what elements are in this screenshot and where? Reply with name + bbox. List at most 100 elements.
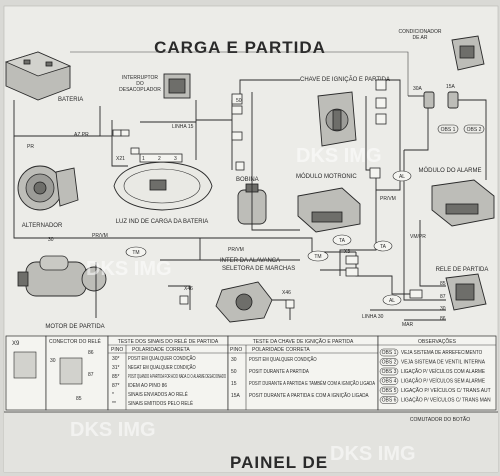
motronic-label: MÓDULO MOTRONIC — [296, 173, 357, 180]
table-row-pin: 15A — [231, 393, 241, 399]
conn-x46-label-1: X46 — [184, 286, 193, 292]
tag-tm-2: TM — [314, 254, 321, 260]
fuse-15a-label: 15A — [446, 84, 456, 90]
wire-prvm-label-2: PR/VM — [228, 247, 244, 253]
wire-prvm-label-1: PR/VM — [92, 233, 108, 239]
alarm-module-label: MÓDULO DO ALARME — [418, 167, 481, 174]
obs-tag: OBS 5 — [382, 388, 397, 394]
observacoes-header: OBSERVAÇÕES — [418, 338, 457, 345]
connector-x9-panel — [5, 335, 47, 411]
table-row-text: NEGAT EM QUALQUER CONDIÇÃO — [128, 364, 196, 371]
painel-label: PAINEL DE — [230, 453, 328, 472]
selector-label-2: SELETORA DE MARCHAS — [222, 266, 295, 272]
pin-86: 86 — [440, 316, 446, 322]
pin-30: 30 — [440, 306, 446, 312]
obs-tag-box — [379, 367, 399, 376]
tag-al-2: AL — [389, 298, 395, 304]
wire-tags — [125, 170, 412, 306]
start-relay — [445, 273, 487, 311]
obs-text: VEJA SISTEMA DE ARREFECIMENTO — [401, 350, 482, 356]
obs-text: LIGAÇÃO P/ VEÍCULOS COM ALARME — [401, 368, 486, 375]
wire-mar-label: MAR — [402, 322, 414, 328]
battery-label: BATERIA — [58, 97, 83, 103]
ac-label-1: CONDICIONADOR — [398, 29, 441, 35]
interruptor-label-1: INTERRUPTOR — [122, 75, 158, 81]
selector-label-1: INTER DA ALAVANCA — [220, 258, 280, 264]
obs-tag-box — [379, 386, 399, 395]
ac-relay — [451, 35, 485, 71]
pin-87: 87 — [440, 294, 446, 300]
table-row-text: POSIT DURANTE A PARTIDA — [249, 369, 309, 375]
obs-tag-box — [379, 348, 399, 357]
table-row-text: POSIT EM QUALQUER CONDIÇÃO — [249, 356, 317, 363]
obs-text: LIGAÇÃO P/ VEÍCULOS C/ TRANS MAN — [401, 397, 491, 404]
table-row-pin: 87* — [112, 383, 120, 389]
table-row-pin: 31* — [112, 365, 120, 371]
rele-connector-panel — [45, 335, 109, 411]
watermark: DKS IMG — [330, 443, 416, 465]
starter-label: MOTOR DE PARTIDA — [45, 324, 104, 330]
obs-tag: OBS 1 — [382, 350, 397, 356]
ignition-switch-label: CHAVE DE IGNIÇÃO E PARTIDA — [300, 76, 390, 83]
watermark: DKS IMG — [86, 258, 172, 280]
luz-carga-label: LUZ IND DE CARGA DA BATERIA — [116, 219, 209, 225]
starter-motor — [17, 255, 107, 297]
wire-vmpr-label: VM/PR — [410, 234, 426, 240]
instrument-cluster — [113, 161, 213, 211]
chave-test-col-pol: POLARIDADE CORRETA — [252, 347, 310, 353]
conn-x21-label: X21 — [116, 156, 125, 162]
chave-test-header: TESTE DA CHAVE DE IGNIÇÃO E PARTIDA — [253, 338, 354, 345]
conn-x46-label-2: X46 — [282, 290, 291, 296]
table-row-pin: * — [112, 392, 114, 398]
connector-blocks — [112, 79, 423, 309]
battery — [4, 51, 72, 101]
pin-1: 1 — [142, 156, 145, 162]
wire-linha15-label: LINHA 15 — [172, 124, 194, 130]
rele-pin-30: 30 — [50, 358, 56, 364]
motronic-module — [297, 187, 361, 233]
alarm-module — [431, 179, 495, 227]
table-row-pin: 30* — [112, 356, 120, 362]
gear-selector-switch — [215, 281, 273, 323]
obs-text: LIGAÇÃO P/ VEÍCULOS SEM ALARME — [401, 378, 486, 385]
fuse-30a — [423, 91, 459, 109]
table-row-text: IDEM AO PINO 86 — [128, 383, 167, 389]
table-row-pin: 85* — [112, 374, 120, 380]
watermark: DKS IMG — [296, 145, 382, 167]
bottom-strip — [4, 411, 498, 472]
pin-50: 50 — [236, 98, 242, 104]
table-row-text: POSIT DURANTE A PARTIDA E TAMBÉM COM A I… — [249, 380, 376, 387]
chave-test-table — [227, 335, 379, 411]
rele-test-header: TESTE DOS SINAIS DO RELÉ DE PARTIDA — [118, 338, 219, 345]
rele-pin-85: 85 — [76, 396, 82, 402]
chave-test-col-pino: PINO — [230, 347, 242, 353]
tag-ta-1: TA — [339, 238, 346, 244]
comutador-label: COMUTADOR DO BOTÃO — [410, 416, 470, 423]
pin-2: 2 — [158, 156, 161, 162]
interruptor-switch — [163, 73, 191, 99]
obs-tag: OBS 2 — [382, 360, 397, 366]
bobina-label: BOBINA — [236, 177, 259, 183]
obs2-tag: OBS 2 — [467, 127, 482, 133]
table-row-text: POSIT DURANTE A PARTIDA E COM A IGNIÇÃO … — [249, 392, 369, 399]
obs-tag-box — [379, 377, 399, 385]
fuse-30a-label: 30A — [413, 86, 423, 92]
rele-test-rows: 30* POSIT EM QUALQUER CONDIÇÃO 31* NEGAT EM… — [112, 355, 226, 407]
table-row-text: POSIT QUANDO A PARTIDA FOR ACIO NADA C/ … — [128, 374, 226, 380]
obs-tag: OBS 6 — [382, 398, 397, 404]
wire-30-label: 30 — [48, 237, 54, 243]
table-row-pin: 30 — [231, 357, 237, 363]
obs-text: VEJA SISTEMA DE VENTIL INTERNA — [401, 360, 486, 366]
table-row-pin: 50 — [231, 369, 237, 375]
obs-tag-box — [379, 358, 399, 366]
interruptor-label-2: DO — [136, 81, 144, 87]
table-row-text: SINAIS EMITIDOS PELO RELÉ — [128, 400, 194, 407]
interruptor-label-3: DESACOPLADOR — [119, 87, 161, 93]
rele-connector-header: CONECTOR DO RELÉ — [49, 338, 102, 345]
obs-tag: OBS 3 — [382, 369, 397, 375]
observacoes-rows: OBS 1 VEJA SISTEMA DE ARREFECIMENTO OBS 2 V… — [379, 348, 491, 404]
table-row-text: POSIT EM QUALQUER CONDIÇÃO — [128, 355, 196, 362]
watermark: DKS IMG — [70, 419, 156, 441]
rele-pin-86: 86 — [88, 350, 94, 356]
